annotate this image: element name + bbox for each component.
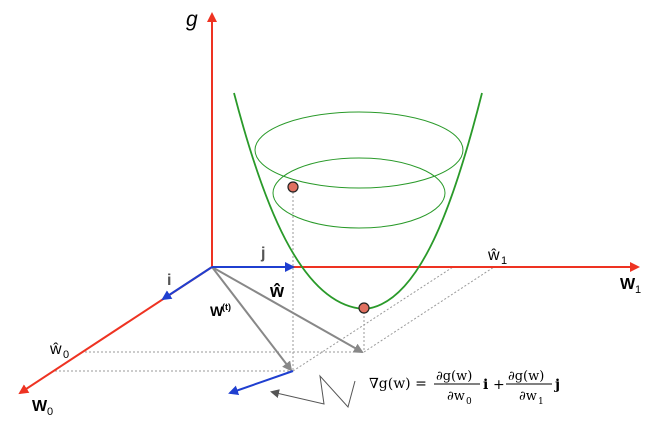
svg-text:W: W bbox=[32, 398, 48, 415]
equation-vector-i: i bbox=[483, 377, 488, 393]
unit-vectors bbox=[161, 262, 295, 396]
w1-axis-label: W 1 bbox=[620, 276, 641, 296]
equation-vector-j: j bbox=[553, 377, 560, 393]
fraction-2-denominator-sub: 1 bbox=[538, 397, 544, 407]
w-hat-vector bbox=[211, 266, 364, 353]
guide-lines bbox=[55, 188, 495, 372]
unit-vector-j-label: j bbox=[260, 245, 265, 262]
surface-right-contour bbox=[363, 92, 483, 310]
level-ellipse-lower bbox=[272, 157, 446, 229]
fraction-1-denominator: ∂w bbox=[447, 389, 465, 404]
fraction-1-numerator: ∂g(w) bbox=[436, 369, 472, 384]
w-hat-label: ŵ bbox=[269, 281, 285, 301]
level-ellipse-upper bbox=[254, 111, 464, 189]
svg-text:0: 0 bbox=[63, 349, 69, 361]
w-t-label: W (t) bbox=[210, 302, 231, 319]
w1-hat-label: ŵ 1 bbox=[487, 247, 507, 267]
svg-text:1: 1 bbox=[501, 255, 507, 267]
w0-hat-label: ŵ 0 bbox=[49, 341, 69, 361]
unit-vector-i-label: i bbox=[167, 272, 171, 289]
g-axis-label: g bbox=[186, 8, 198, 31]
surface-left-contour bbox=[233, 92, 365, 310]
svg-text:0: 0 bbox=[47, 406, 53, 418]
current-point-marker bbox=[287, 181, 299, 193]
svg-text:ŵ: ŵ bbox=[487, 247, 500, 264]
svg-text:1: 1 bbox=[635, 284, 641, 296]
fraction-2-denominator: ∂w bbox=[519, 389, 537, 404]
gradient-direction-vector bbox=[228, 370, 294, 396]
svg-text:W: W bbox=[210, 303, 224, 319]
svg-text:W: W bbox=[620, 276, 636, 293]
unit-vector-i bbox=[161, 266, 213, 301]
guide-w1-hat-projection bbox=[363, 266, 495, 353]
equation-pointer bbox=[270, 374, 356, 409]
w0-axis-label: W 0 bbox=[32, 398, 53, 418]
guide-w1-level bbox=[292, 266, 454, 372]
gradient-equation: ∇g(w) = ∂g(w) ∂w 0 i + ∂g(w) ∂w 1 j bbox=[369, 369, 560, 407]
gradient-vectors bbox=[211, 266, 364, 372]
w-t-vector bbox=[211, 266, 293, 372]
paraboloid-surface bbox=[233, 92, 483, 310]
axes bbox=[18, 12, 640, 395]
minimum-point-marker bbox=[358, 302, 370, 314]
fraction-1-denominator-sub: 0 bbox=[466, 397, 472, 407]
level-ellipses bbox=[254, 111, 464, 229]
equation-plus: + bbox=[493, 377, 505, 393]
svg-text:ŵ: ŵ bbox=[49, 341, 62, 358]
fraction-2-numerator: ∂g(w) bbox=[508, 369, 544, 384]
svg-text:(t): (t) bbox=[222, 302, 231, 312]
equation-lhs: ∇g(w) = bbox=[369, 376, 427, 392]
